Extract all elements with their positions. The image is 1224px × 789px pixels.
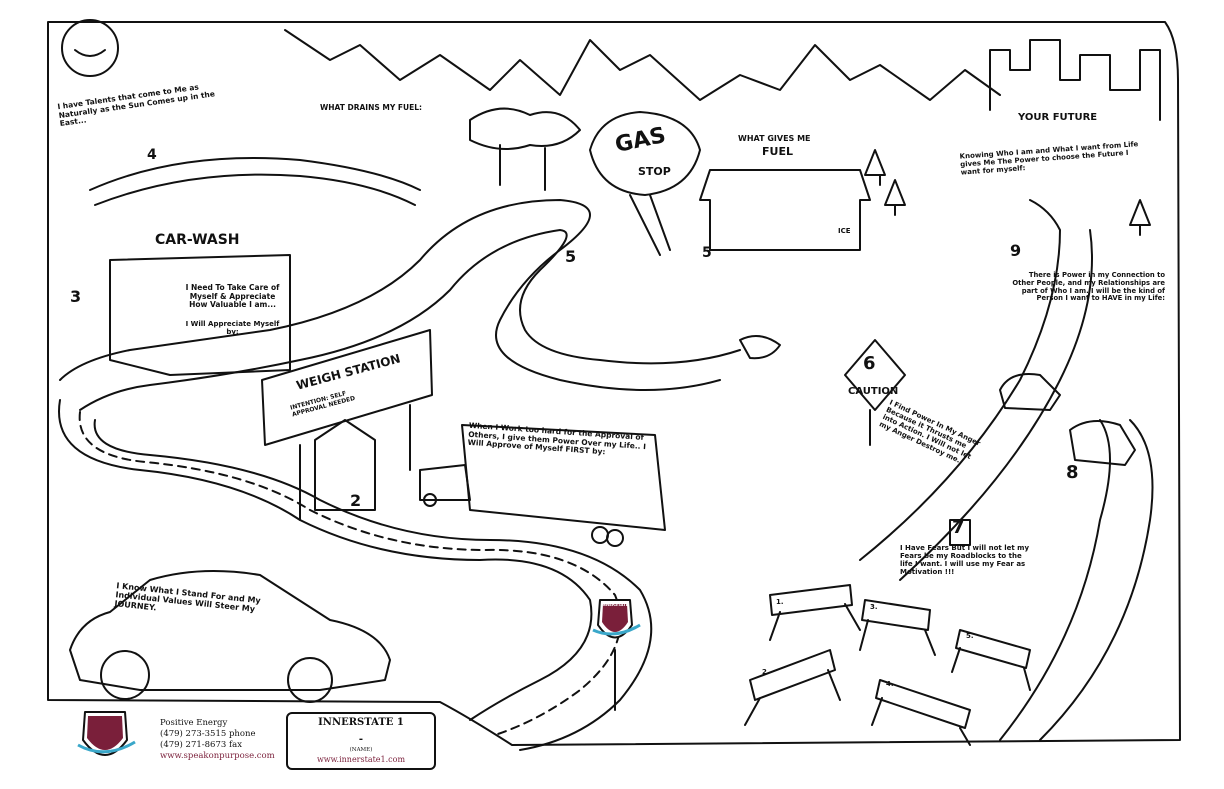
fears-text: I Have Fears But I will not let my Fears… bbox=[900, 544, 1030, 577]
gives-fuel-line2: FUEL bbox=[762, 145, 793, 158]
barricade-label-1: 1. bbox=[776, 598, 784, 606]
stop-label: STOP bbox=[638, 165, 671, 178]
barricade-label-3: 3. bbox=[870, 603, 878, 611]
caution-label: CAUTION bbox=[848, 386, 899, 397]
your-future-label: YOUR FUTURE bbox=[1018, 112, 1098, 123]
gas-station-building bbox=[699, 169, 871, 251]
barricade-2 bbox=[744, 649, 841, 726]
lower-road-inner bbox=[93, 419, 653, 751]
barricade-5 bbox=[951, 629, 1031, 691]
barricade-1 bbox=[769, 584, 861, 641]
city-skyline bbox=[989, 39, 1161, 121]
ice-label: ICE bbox=[838, 227, 851, 235]
plate-title: INNERSTATE 1 bbox=[318, 717, 404, 728]
barricade-3 bbox=[859, 599, 936, 656]
car bbox=[69, 570, 391, 691]
gives-fuel-line1: WHAT GIVES ME bbox=[738, 134, 811, 143]
marker-9: 9 bbox=[1010, 241, 1022, 260]
road-left-edge bbox=[59, 199, 721, 391]
barricade-label-2: 2. bbox=[762, 668, 770, 676]
carwash-text2: I Will Appreciate Myself by: bbox=[185, 320, 280, 337]
footer-phone: (479) 273-3515 phone bbox=[160, 729, 256, 739]
marker-6: 6 bbox=[863, 353, 876, 374]
marker-5b: 5 bbox=[702, 245, 712, 261]
gas-stop-sign bbox=[589, 111, 701, 196]
sign-drains-fuel: WHAT DRAINS MY FUEL: bbox=[320, 103, 423, 112]
footer-website-link[interactable]: www.speakonpurpose.com bbox=[160, 751, 275, 761]
lower-road-outer bbox=[58, 399, 593, 721]
footer-company: Positive Energy bbox=[160, 718, 228, 728]
sun bbox=[61, 19, 119, 77]
carwash-building bbox=[109, 254, 291, 376]
truck-cab bbox=[419, 464, 471, 501]
plate-website-link[interactable]: www.innerstate1.com bbox=[316, 755, 406, 764]
weigh-station-sign bbox=[261, 329, 433, 446]
mountains bbox=[284, 29, 1001, 101]
barricade-4 bbox=[871, 679, 971, 746]
barricade-label-4: 4. bbox=[886, 680, 894, 688]
connection-text: There is Power in my Connection to Other… bbox=[1012, 271, 1165, 303]
marker-3: 3 bbox=[70, 287, 82, 306]
shield-label: INNERSTATE bbox=[601, 602, 629, 607]
footer-shield-logo bbox=[82, 711, 128, 756]
marker-5a: 5 bbox=[565, 247, 577, 266]
carwash-label: CAR-WASH bbox=[155, 232, 240, 248]
footer-fax: (479) 271-8673 fax bbox=[160, 740, 242, 750]
barricade-label-5: 5. bbox=[966, 632, 974, 640]
carwash-text: I Need To Take Care of Myself & Apprecia… bbox=[185, 283, 280, 310]
license-plate: INNERSTATE 1 - (NAME) www.innerstate1.co… bbox=[286, 712, 436, 770]
caution-sign bbox=[844, 339, 906, 411]
weigh-booth bbox=[314, 419, 376, 511]
marker-8: 8 bbox=[1066, 462, 1079, 483]
map-border bbox=[47, 21, 1181, 746]
road-right-edge bbox=[79, 229, 741, 411]
plate-name-blank: - bbox=[358, 734, 364, 745]
marker-7: 7 bbox=[952, 517, 965, 538]
marker-2: 2 bbox=[350, 491, 362, 510]
marker-4: 4 bbox=[147, 147, 157, 163]
plate-name-label: (NAME) bbox=[349, 747, 373, 753]
